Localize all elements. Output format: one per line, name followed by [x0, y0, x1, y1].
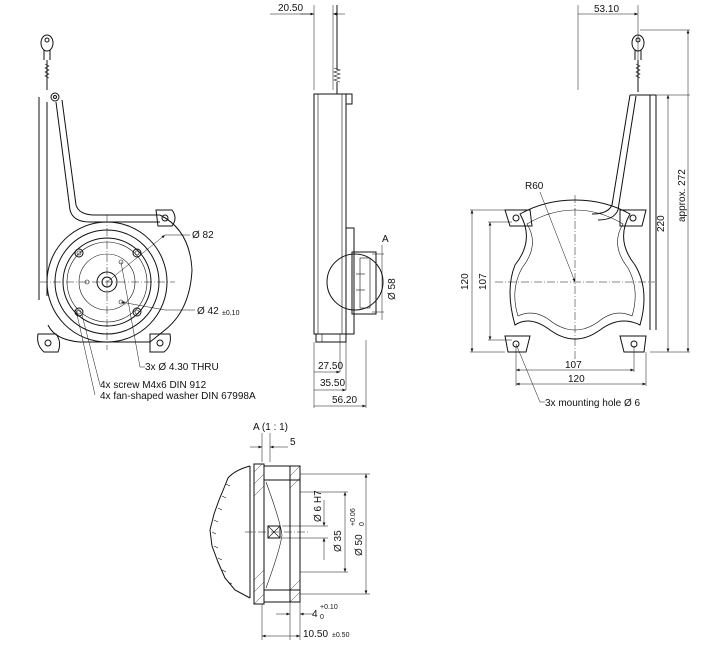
rear-dim-220: 220	[656, 215, 667, 232]
detail-title: A (1 : 1)	[253, 422, 288, 433]
diameter-42-tolerance: ±0.10	[222, 310, 240, 317]
detail-dim-4-tol-lower: 0	[320, 614, 324, 621]
mounting-hole	[504, 335, 531, 353]
detail-d50-tol-lower: 0	[359, 522, 366, 526]
rear-dim-107-vertical: 107	[478, 273, 489, 290]
side-view: 20.50 A Ø 58 27.50 35.	[270, 3, 398, 408]
side-dim-27: 27.50	[318, 361, 343, 372]
rear-dim-120-horizontal: 120	[568, 374, 585, 385]
detail-dim-10-tol: ±0.50	[332, 632, 350, 639]
detail-a-view: A (1 : 1) 5	[209, 422, 370, 640]
detail-d50-tol-upper: +0.06	[350, 508, 357, 526]
side-diameter-58: Ø 58	[387, 278, 398, 300]
mounting-hole	[504, 209, 533, 227]
rear-radius-label: R60	[525, 181, 544, 192]
diameter-82-label: Ø 82	[192, 230, 214, 241]
section-hatching	[253, 463, 301, 605]
mounting-lug	[149, 333, 171, 353]
rear-dim-120-vertical: 120	[460, 273, 471, 290]
detail-dim-10: 10.50	[303, 629, 328, 640]
detail-marker-a: A	[382, 234, 389, 245]
thru-holes-label: 3x Ø 4.30 THRU	[145, 362, 219, 373]
diameter-42-label: Ø 42	[197, 306, 219, 317]
side-dim-56: 56.20	[332, 395, 357, 406]
detail-dim-5: 5	[290, 437, 296, 448]
side-dim-35: 35.50	[320, 378, 345, 389]
screw-label: 4x screw M4x6 DIN 912	[100, 380, 207, 391]
side-dim-top: 20.50	[278, 3, 303, 14]
washer-label: 4x fan-shaped washer DIN 67998A	[100, 391, 256, 402]
cable-clip-front	[40, 34, 60, 102]
rear-dim-top: 53.10	[594, 4, 619, 15]
detail-dim-4: 4	[312, 609, 318, 620]
mounting-lug	[155, 209, 176, 227]
detail-d35: Ø 35	[333, 530, 344, 552]
detail-dim-4-tol-upper: +0.10	[320, 604, 338, 611]
detail-d50: Ø 50	[354, 534, 365, 556]
rear-view: 53.10	[460, 4, 690, 409]
rear-mount-label: 3x mounting hole Ø 6	[545, 398, 640, 409]
mounting-hole	[619, 209, 647, 227]
front-view: Ø 82 Ø 42 ±0.10 3x Ø 4.30 THRU 4x screw …	[37, 34, 256, 402]
detail-d6: Ø 6 H7	[313, 490, 324, 522]
mounting-hole	[619, 335, 647, 353]
rear-dim-272: approx. 272	[677, 169, 688, 222]
rear-dim-107-horizontal: 107	[565, 360, 582, 371]
mounting-lug	[37, 333, 61, 353]
